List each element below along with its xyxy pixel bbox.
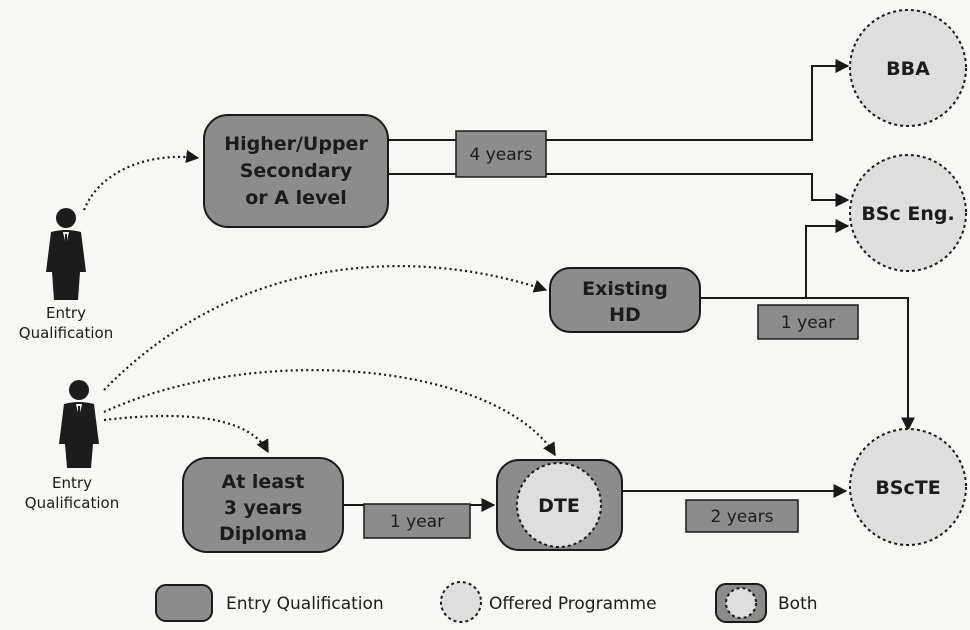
person-icon bbox=[46, 208, 86, 300]
secondary-to-bsc-eng-arrow bbox=[388, 173, 850, 207]
dte-node: DTE bbox=[496, 459, 623, 551]
hd-to-bsc-eng-arrow bbox=[805, 219, 850, 298]
secondary-line-2: Secondary bbox=[240, 160, 353, 182]
hd-node: Existing HD bbox=[549, 267, 701, 333]
diploma-line-3: Diploma bbox=[219, 523, 307, 545]
duration-hd-text: 1 year bbox=[781, 313, 835, 333]
person-2-label-line1: Entry bbox=[52, 474, 92, 492]
person-1-label-line1: Entry bbox=[46, 304, 86, 322]
person-2-label-line2: Qualification bbox=[25, 494, 119, 512]
duration-diploma-text: 1 year bbox=[390, 512, 444, 532]
legend-offered-label: Offered Programme bbox=[489, 594, 657, 614]
dte-label: DTE bbox=[538, 495, 580, 517]
person1-to-secondary-dotted-arrow bbox=[82, 149, 200, 211]
legend-entry-label: Entry Qualification bbox=[226, 594, 384, 614]
legend-both-label: Both bbox=[778, 594, 818, 614]
hd-line-1: Existing bbox=[582, 278, 668, 300]
secondary-node: Higher/Upper Secondary or A level bbox=[203, 114, 389, 228]
dotted-connectors bbox=[82, 149, 556, 457]
person-icon bbox=[59, 380, 99, 468]
duration-diploma: 1 year bbox=[363, 503, 471, 539]
legend-entry-swatch bbox=[155, 584, 213, 622]
diploma-node: At least 3 years Diploma bbox=[182, 457, 344, 553]
hd-to-bscte-arrow bbox=[700, 297, 915, 432]
legend-offered-programme: Offered Programme bbox=[440, 581, 657, 623]
bscte-programme: BScTE bbox=[849, 428, 967, 546]
hd-line-2: HD bbox=[609, 304, 641, 326]
legend: Entry Qualification Offered Programme Bo… bbox=[155, 581, 818, 623]
duration-dte-text: 2 years bbox=[710, 507, 773, 527]
person-1: Entry Qualification bbox=[19, 208, 113, 342]
legend-entry-qualification: Entry Qualification bbox=[155, 584, 384, 622]
bba-programme: BBA bbox=[849, 9, 967, 127]
secondary-line-1: Higher/Upper bbox=[224, 133, 368, 155]
duration-dte: 2 years bbox=[685, 499, 799, 533]
legend-offered-swatch bbox=[440, 581, 482, 623]
diploma-line-2: 3 years bbox=[224, 497, 303, 519]
duration-hd: 1 year bbox=[757, 304, 859, 340]
bscte-label: BScTE bbox=[875, 477, 940, 499]
duration-secondary: 4 years bbox=[455, 130, 547, 178]
secondary-to-bba-arrow bbox=[388, 59, 850, 141]
person-2: Entry Qualification bbox=[25, 380, 119, 512]
bsc-eng-label: BSc Eng. bbox=[861, 203, 954, 225]
legend-both: Both bbox=[715, 583, 818, 623]
person2-to-hd-dotted-arrow bbox=[103, 264, 548, 391]
bba-label: BBA bbox=[886, 58, 930, 80]
diploma-line-1: At least bbox=[221, 471, 304, 493]
duration-secondary-text: 4 years bbox=[469, 145, 532, 165]
person2-to-dte-dotted-arrow bbox=[103, 369, 556, 457]
legend-both-swatch-circle bbox=[725, 587, 757, 619]
bsc-eng-programme: BSc Eng. bbox=[849, 154, 967, 272]
person-1-label-line2: Qualification bbox=[19, 324, 113, 342]
secondary-line-3: or A level bbox=[245, 187, 347, 209]
person2-to-diploma-dotted-arrow bbox=[103, 414, 269, 454]
